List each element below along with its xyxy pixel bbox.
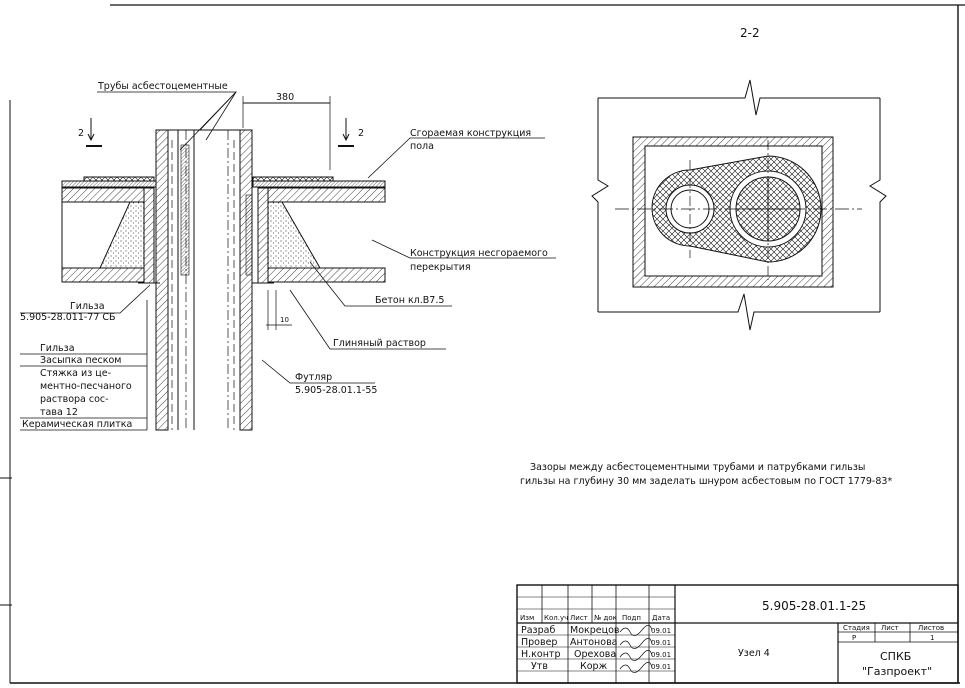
sheet-frame <box>0 4 965 684</box>
section-view <box>20 91 556 431</box>
title-col-header: Кол.уч <box>544 614 568 622</box>
concrete-label: Бетон кл.В7.5 <box>375 295 444 306</box>
sign-date: 09.01 <box>651 651 671 659</box>
casing-code: 5.905-28.01.1-55 <box>295 385 377 396</box>
sleeve-code: 5.905-28.011-77 СБ <box>20 312 116 323</box>
casing-left-wall <box>155 129 169 431</box>
signer-name: Мокрецов <box>570 625 620 636</box>
layer-item: Гильза <box>40 343 75 354</box>
note-line: гильзы на глубину 30 мм заделать шнуром … <box>520 476 892 487</box>
plan-view <box>591 79 887 331</box>
signer-role: Разраб <box>521 625 555 636</box>
slab-top-right <box>267 187 386 203</box>
org-name-2: "Газпроект" <box>862 665 932 678</box>
sheets-header: Листов <box>918 624 944 632</box>
concrete-fill-right <box>267 201 321 269</box>
sign-date: 09.01 <box>651 627 671 635</box>
noncombustible-sub-label: перекрытия <box>410 262 471 273</box>
layer-item: тава 12 <box>40 407 78 418</box>
title-col-header: Подп <box>622 614 641 622</box>
layer-item: Засыпка песком <box>40 355 121 366</box>
pipes-label: Трубы асбестоцементные <box>97 81 228 92</box>
signer-name: Орехова <box>574 649 616 660</box>
casing-label: Футляр <box>295 372 332 383</box>
cut-mark-right: 2 <box>358 128 364 139</box>
signer-role: Н.контр <box>521 649 561 660</box>
sheets-value: 1 <box>930 634 934 642</box>
stage-value: Р <box>852 634 856 642</box>
slab-bottom-right <box>267 267 386 283</box>
signer-role: Утв <box>531 661 548 672</box>
slab-top-left <box>61 187 145 203</box>
combustible-label: Сгораемая конструкция <box>410 128 531 139</box>
signer-role: Провер <box>521 637 557 648</box>
noncombustible-label: Конструкция несгораемого <box>410 248 548 259</box>
title-col-header: Лист <box>570 614 588 622</box>
clay-label: Глиняный раствор <box>333 338 426 349</box>
sign-date: 09.01 <box>651 639 671 647</box>
signer-name: Корж <box>580 661 608 672</box>
combustible-sub-label: пола <box>410 141 434 152</box>
sleeve-label: Гильза <box>70 301 105 312</box>
title-col-header: Дата <box>652 614 670 622</box>
title-col-header: Изм <box>520 614 534 622</box>
floor-board-right <box>252 180 386 188</box>
layer-item: раствора сос- <box>40 394 109 405</box>
casing-right-wall <box>239 129 253 431</box>
section-label: 2-2 <box>740 26 760 40</box>
layer-item: ментно-песчаного <box>40 381 132 392</box>
org-name: СПКБ <box>880 650 911 663</box>
floor-board-left <box>61 180 157 188</box>
slab-bottom-left <box>61 267 145 283</box>
note-line: Зазоры между асбестоцементными трубами и… <box>530 462 865 473</box>
dimension-380: 380 <box>276 92 294 103</box>
signer-name: Антонова <box>570 637 618 648</box>
sleeve-right <box>257 187 269 284</box>
title-block <box>516 584 959 684</box>
sign-date: 09.01 <box>651 663 671 671</box>
stage-header: Стадия <box>843 624 870 632</box>
title-col-header: № док <box>594 614 617 622</box>
concrete-fill-left <box>99 201 145 269</box>
node-title: Узел 4 <box>738 648 770 659</box>
sleeve-left <box>143 187 155 284</box>
layer-item: Керамическая плитка <box>22 419 132 430</box>
document-code: 5.905-28.01.1-25 <box>762 599 866 613</box>
cut-mark-left: 2 <box>78 128 84 139</box>
layer-item: Стяжка из це- <box>40 368 111 379</box>
dimension-10: 10 <box>280 316 289 324</box>
sheet-header: Лист <box>881 624 899 632</box>
